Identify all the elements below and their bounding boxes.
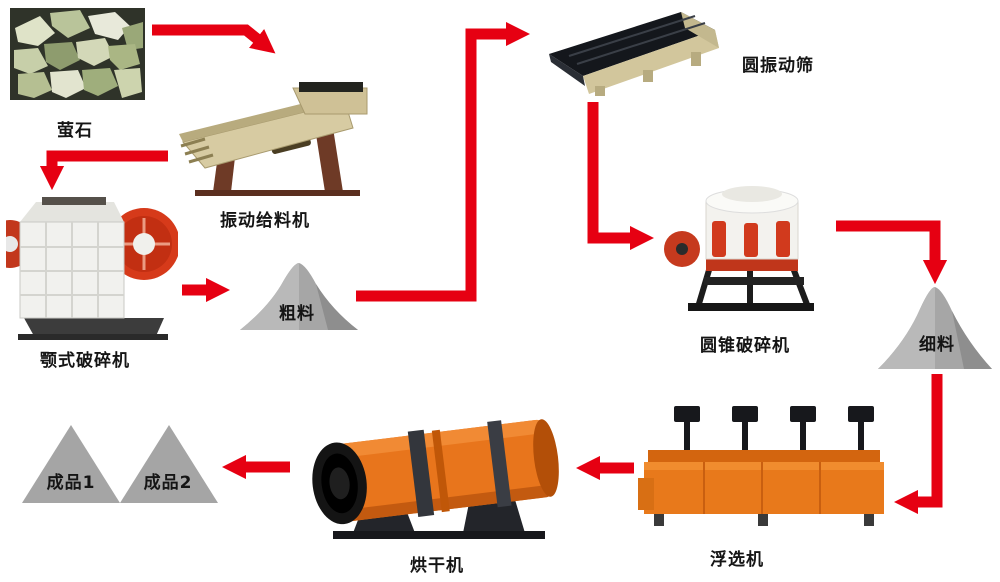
dryer-machine — [293, 383, 571, 545]
jaw-crusher-machine — [6, 192, 178, 344]
arrow-cone-to-fine — [836, 220, 948, 285]
label-product-2: 成品2 — [143, 473, 193, 493]
fine-material-illustration — [878, 287, 992, 369]
product-2-pile — [118, 423, 220, 505]
label-fine-material: 细料 — [919, 335, 955, 355]
arrow-coarse-to-screen — [356, 21, 531, 302]
label-coarse-material: 粗料 — [279, 304, 315, 324]
coarse-material-illustration — [240, 263, 358, 330]
fluorite-ore-photo — [10, 8, 145, 100]
arrow-fluorite-to-feeder — [152, 24, 276, 54]
arrow-screen-to-cone — [587, 102, 655, 251]
label-vibrating-feeder: 振动给料机 — [220, 211, 310, 231]
label-fluorite: 萤石 — [57, 121, 93, 141]
arrow-fine-to-flotation — [893, 374, 943, 515]
label-dryer: 烘干机 — [410, 556, 464, 576]
label-product-1: 成品1 — [46, 473, 96, 493]
fluorite-ore-illustration — [10, 8, 145, 100]
vibrating-feeder-machine — [175, 80, 375, 202]
circular-vibrating-screen-illustration — [549, 12, 719, 96]
label-flotation-machine: 浮选机 — [710, 550, 764, 570]
vibrating-feeder-illustration — [179, 82, 368, 196]
product-1-illustration — [22, 425, 120, 503]
coarse-material-pile — [238, 260, 360, 332]
dryer-illustration — [312, 419, 559, 539]
circular-vibrating-screen-machine — [543, 4, 728, 99]
label-cone-crusher: 圆锥破碎机 — [700, 336, 790, 356]
arrow-feeder-to-jaw — [39, 150, 168, 191]
label-jaw-crusher: 颚式破碎机 — [40, 351, 130, 371]
jaw-crusher-illustration — [6, 197, 178, 340]
product-1-pile — [20, 423, 122, 505]
product-2-illustration — [120, 425, 218, 503]
label-vibrating-screen: 圆振动筛 — [742, 56, 814, 76]
flotation-machine — [638, 400, 890, 532]
cone-crusher-machine — [660, 165, 832, 315]
cone-crusher-illustration — [664, 186, 814, 311]
flotation-machine-illustration — [638, 406, 884, 526]
fine-material-pile — [876, 283, 994, 371]
